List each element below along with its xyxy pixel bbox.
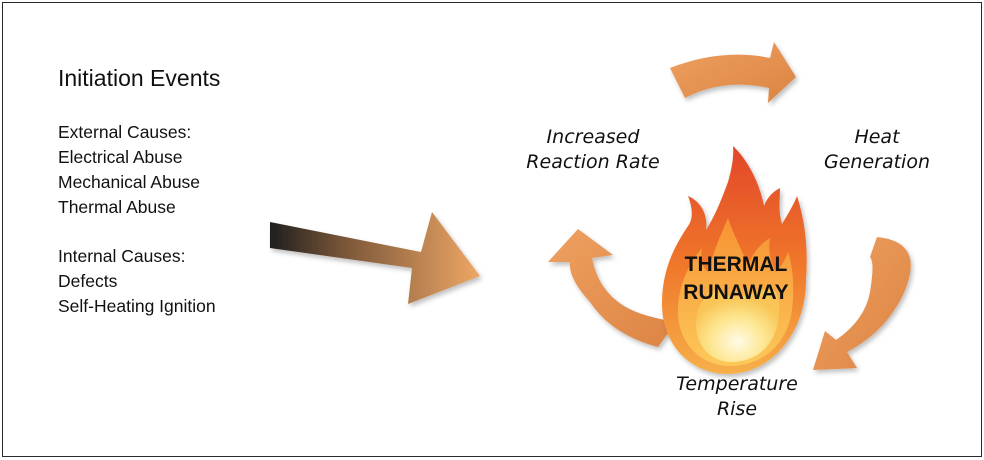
external-causes-heading: External Causes:: [58, 122, 192, 142]
cause-item-defects: Defects: [58, 271, 118, 291]
flame-core: [696, 288, 780, 362]
internal-causes-heading: Internal Causes:: [58, 246, 186, 266]
flame-icon: [662, 146, 807, 374]
cause-item-thermal-abuse: Thermal Abuse: [58, 197, 176, 217]
label-line: Generation: [824, 151, 930, 173]
center-label-runaway: RUNAWAY: [683, 281, 788, 304]
label-line: Increased: [546, 126, 640, 148]
label-line: Temperature: [676, 373, 798, 395]
cycle-arrow-top: [670, 42, 796, 103]
label-line: Heat: [854, 126, 900, 148]
initiation-arrow: [270, 212, 480, 304]
cycle-arrow-left: [548, 229, 676, 347]
label-line: Reaction Rate: [526, 151, 660, 173]
cause-item-self-heating-ignition: Self-Heating Ignition: [58, 296, 216, 316]
cause-item-mechanical-abuse: Mechanical Abuse: [58, 172, 201, 192]
label-line: Rise: [716, 398, 758, 420]
label-temperature-rise: Temperature Rise: [662, 372, 812, 422]
initiation-events-title: Initiation Events: [58, 65, 221, 91]
label-increased-reaction-rate: Increased Reaction Rate: [518, 125, 668, 175]
cycle-arrow-right: [813, 237, 911, 370]
cause-item-electrical-abuse: Electrical Abuse: [58, 147, 183, 167]
center-label-thermal: THERMAL: [685, 253, 788, 276]
label-heat-generation: Heat Generation: [814, 125, 940, 175]
